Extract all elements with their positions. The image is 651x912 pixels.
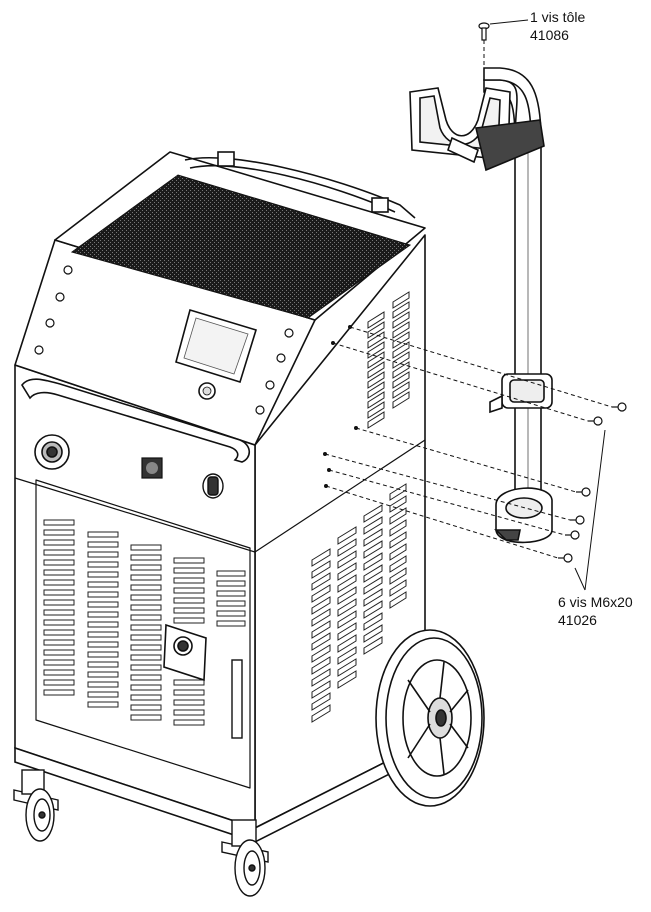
sheet-metal-screw (478, 22, 490, 41)
sheet-screw-callout: 1 vis tôle 41086 (530, 8, 585, 44)
main-switch (202, 473, 224, 499)
front-door (35, 479, 251, 789)
m6-screw-3 (576, 487, 591, 497)
front-vent-column-3 (130, 544, 162, 721)
door-hinge (231, 659, 243, 739)
front-vent-column-1 (43, 519, 75, 696)
control-screen (175, 308, 258, 384)
control-knob (198, 382, 216, 400)
m6-screws-label: 6 vis M6x20 (558, 594, 633, 610)
top-handle (184, 151, 416, 219)
cable-holder-arm (409, 67, 553, 544)
front-vents (43, 519, 246, 726)
assembly-guide-lines (324, 40, 613, 559)
m6-screw-2 (588, 416, 603, 426)
callout-leaders (489, 19, 606, 591)
welding-socket (34, 434, 70, 470)
front-vent-column-2 (87, 531, 119, 708)
panel-rivets (34, 265, 294, 415)
door-lock (163, 623, 207, 682)
top-ventilation-grille (70, 174, 412, 319)
sheet-screw-label: 1 vis tôle (530, 9, 586, 25)
side-vents-upper (367, 291, 410, 429)
m6-screw-5 (565, 530, 580, 540)
rear-wheel (375, 629, 485, 807)
m6-screw-6 (558, 553, 573, 563)
front-vent-column-4 (173, 557, 205, 726)
control-connector (141, 457, 163, 479)
m6-screw-4 (570, 515, 585, 525)
caster-right (221, 819, 269, 897)
m6-screws (558, 402, 627, 563)
sheet-screw-part-number: 41086 (530, 27, 569, 43)
front-handle (21, 378, 251, 463)
m6-screws-part-number: 41026 (558, 612, 597, 628)
caster-left (13, 769, 59, 842)
front-vent-column-5 (216, 570, 246, 627)
side-vents-lower (311, 483, 407, 723)
m6-screw-1 (612, 402, 627, 412)
m6-screws-callout: 6 vis M6x20 41026 (558, 593, 633, 629)
